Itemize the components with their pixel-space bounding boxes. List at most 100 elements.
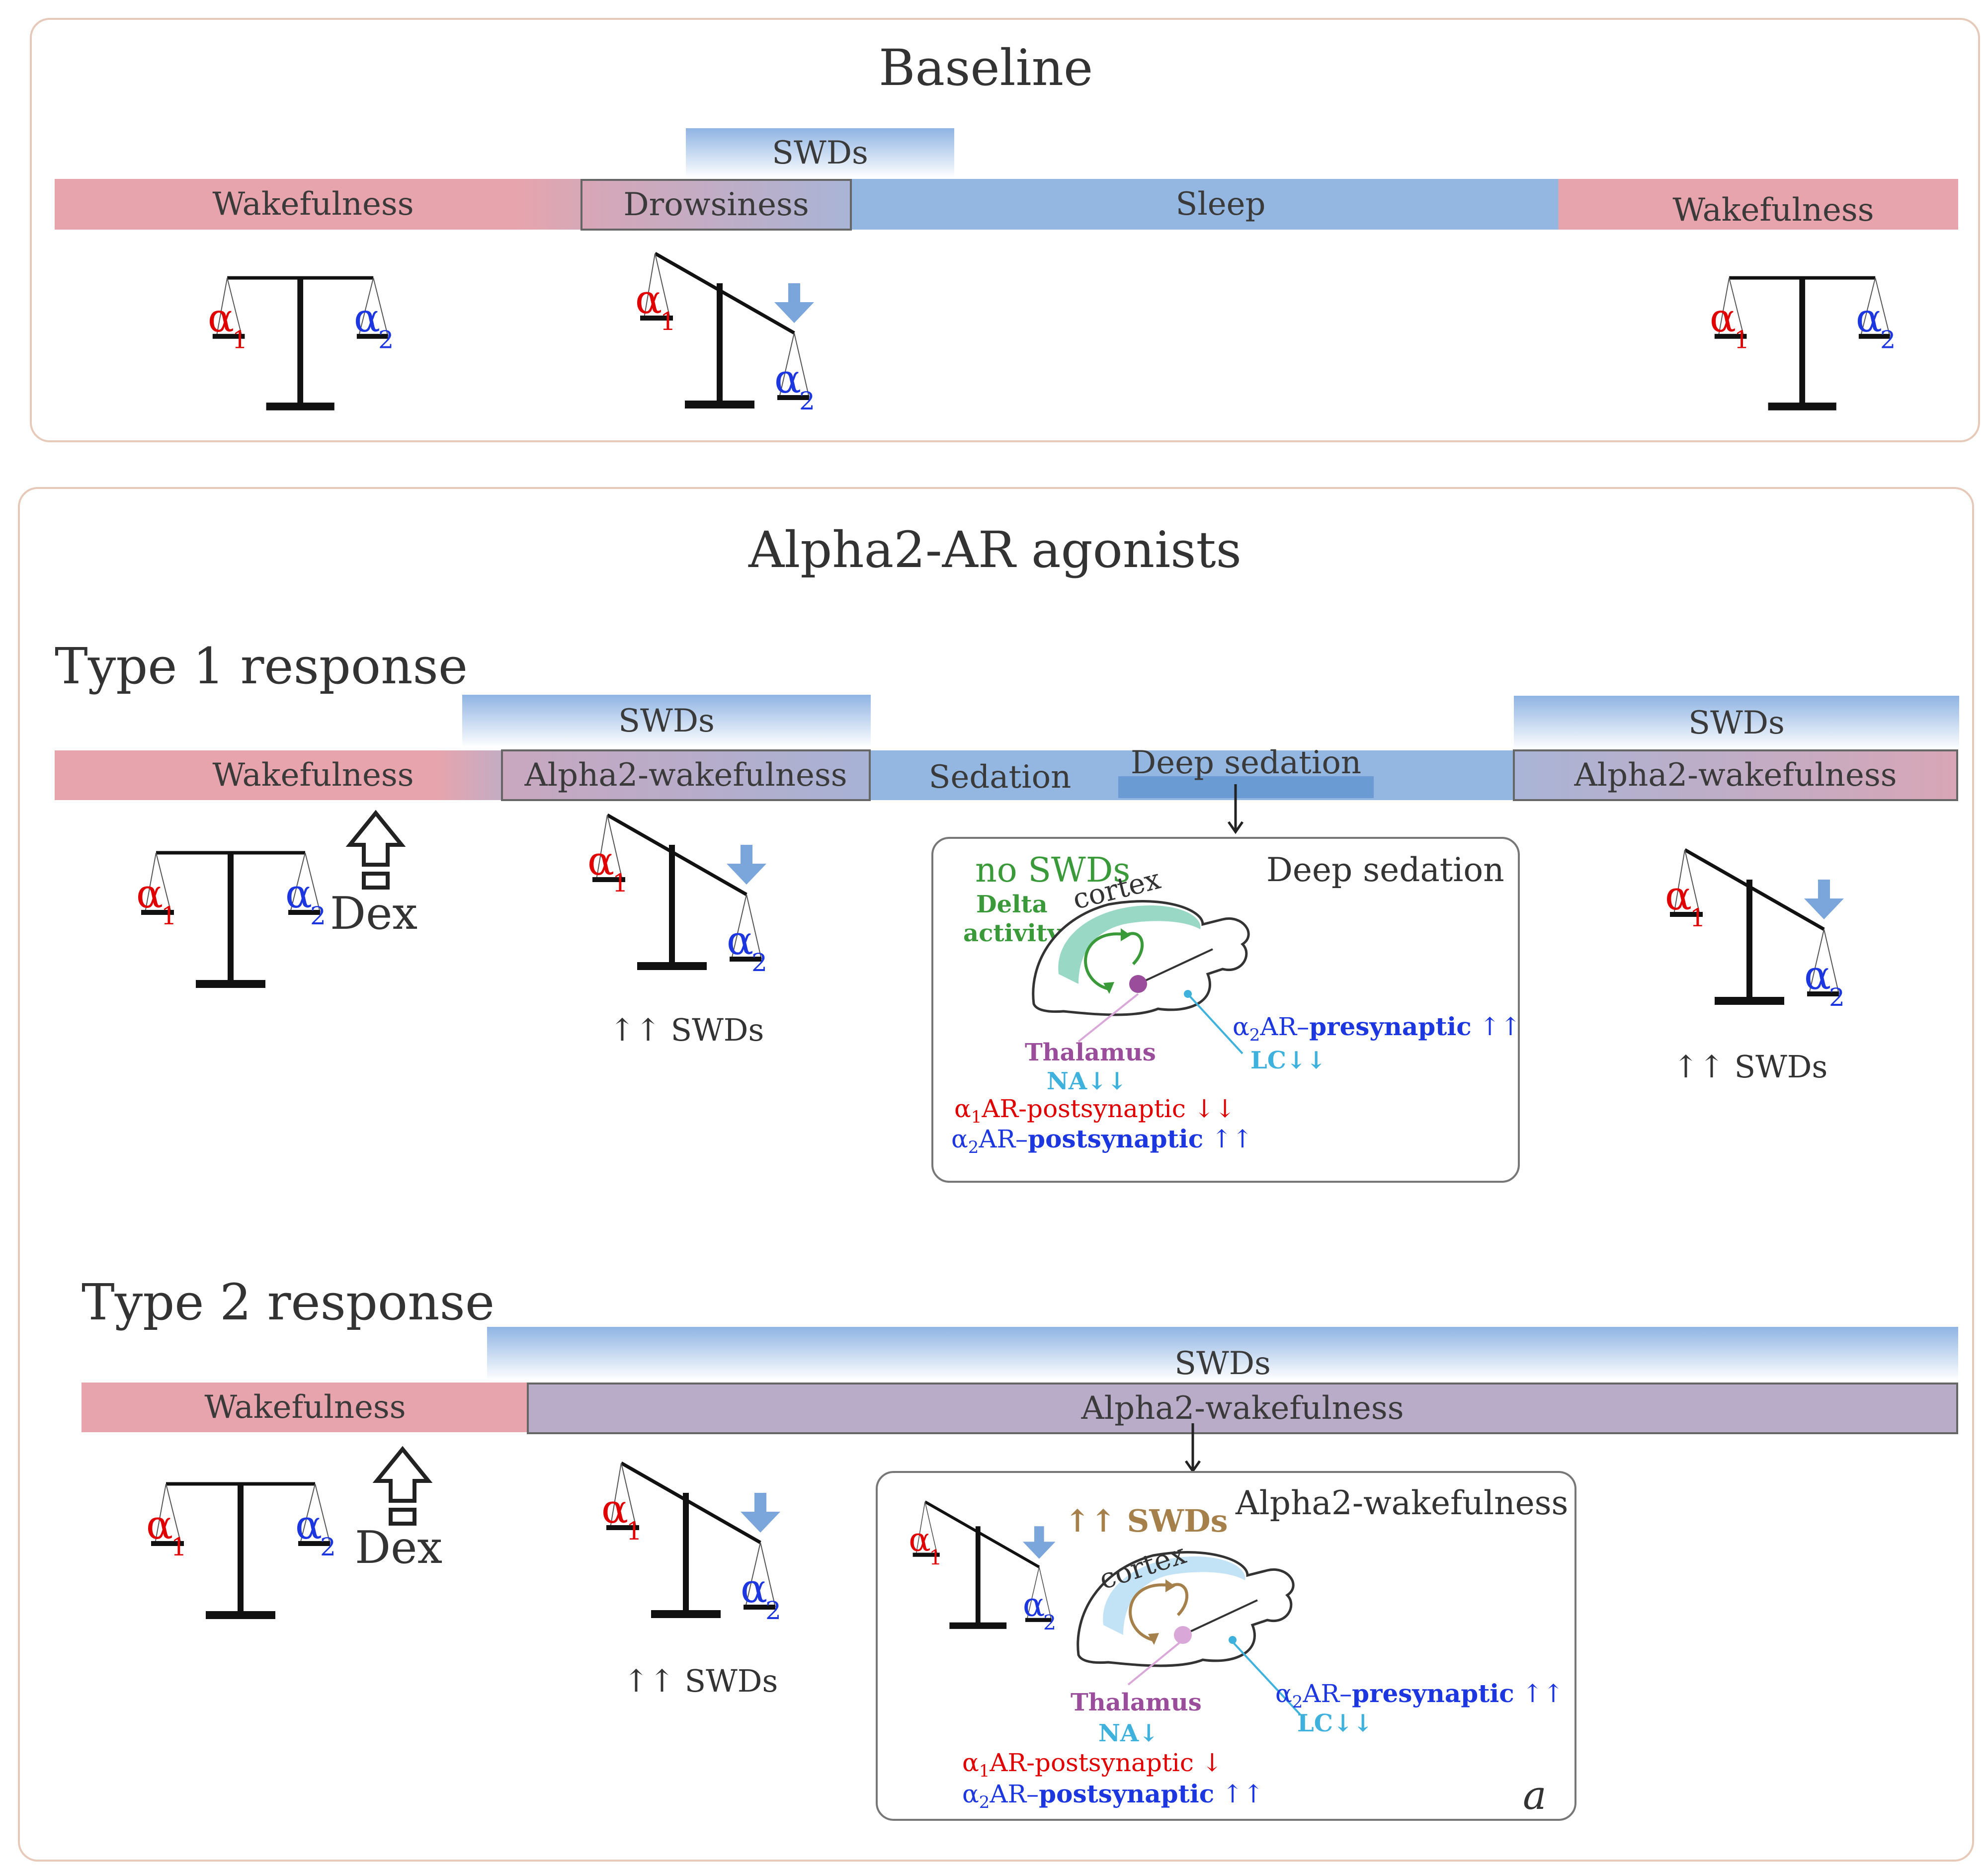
alpha2-label: α bbox=[354, 296, 380, 341]
baseline-wakefulness-left: Wakefulness bbox=[212, 186, 414, 223]
alpha1-label: α bbox=[146, 1502, 173, 1548]
ar-text: AR-postsynaptic bbox=[982, 1094, 1186, 1123]
arrows-text: ↑↑ bbox=[1514, 1679, 1564, 1708]
down-arrow-icon bbox=[774, 283, 814, 323]
alpha1-subscript: 1 bbox=[1690, 903, 1706, 932]
alpha-subscript: 2 bbox=[979, 1793, 990, 1812]
alpha1-subscript: 1 bbox=[171, 1533, 187, 1561]
type1-deep-sedation-band bbox=[1118, 776, 1374, 798]
ar-text: AR– bbox=[1260, 1012, 1310, 1041]
type1-lc-pointer bbox=[1185, 991, 1243, 1055]
arrows-text: ↓ bbox=[1193, 1748, 1223, 1777]
type1-a2-postsynaptic: α2AR–postsynaptic ↑↑ bbox=[951, 1124, 1253, 1157]
alpha2-label: α bbox=[1856, 296, 1882, 341]
baseline-wakefulness-right: Wakefulness bbox=[1672, 192, 1874, 229]
ar-text: AR-postsynaptic bbox=[990, 1748, 1194, 1777]
postsynaptic-text: postsynaptic bbox=[1028, 1124, 1204, 1153]
alpha2-label: α bbox=[727, 917, 753, 964]
type1-swds-label-1: SWDs bbox=[618, 703, 715, 739]
alpha2-label: α bbox=[295, 1502, 322, 1548]
alpha2-subscript: 2 bbox=[751, 948, 767, 977]
type1-up-swds-1: ↑↑ SWDs bbox=[609, 1012, 764, 1048]
type1-dex: Dex bbox=[330, 888, 418, 940]
type2-a2-postsynaptic: α2AR–postsynaptic ↑↑ bbox=[962, 1779, 1264, 1812]
ar-text: AR– bbox=[1303, 1679, 1352, 1708]
down-arrow-icon bbox=[727, 845, 766, 885]
type1-title: Type 1 response bbox=[55, 637, 468, 695]
baseline-drowsiness: Drowsiness bbox=[580, 179, 852, 231]
type1-a1-postsynaptic: α1AR-postsynaptic ↓↓ bbox=[954, 1094, 1236, 1127]
arrows-text: ↓↓ bbox=[1185, 1094, 1236, 1123]
down-arrow-icon bbox=[1022, 1526, 1056, 1559]
alpha-subscript: 1 bbox=[979, 1761, 990, 1781]
type2-lc: LC↓↓ bbox=[1297, 1710, 1373, 1737]
type2-na: NA↓ bbox=[1098, 1719, 1159, 1747]
baseline-panel bbox=[30, 18, 1980, 442]
arrows-text: ↑↑ bbox=[1203, 1125, 1253, 1153]
type2-swds-bar: SWDs bbox=[487, 1327, 1958, 1382]
alpha-symbol: α bbox=[954, 1094, 971, 1123]
postsynaptic-text: postsynaptic bbox=[1039, 1779, 1215, 1808]
type1-up-swds-2: ↑↑ SWDs bbox=[1673, 1049, 1828, 1085]
alpha-subscript: 2 bbox=[968, 1138, 979, 1157]
down-arrow-icon bbox=[1804, 880, 1844, 919]
ar-text: AR– bbox=[979, 1125, 1028, 1153]
alpha-symbol: α bbox=[962, 1780, 979, 1808]
type1-delta-1: Delta bbox=[976, 891, 1048, 918]
down-arrow-icon bbox=[741, 1493, 780, 1533]
alpha1-subscript: 1 bbox=[626, 1517, 642, 1546]
alpha1-label: α bbox=[909, 1521, 930, 1558]
alpha1-label: α bbox=[1710, 296, 1736, 341]
type1-na: NA↓↓ bbox=[1047, 1067, 1127, 1095]
type2-wakefulness: Wakefulness bbox=[82, 1383, 529, 1432]
alpha-subscript: 2 bbox=[1292, 1692, 1303, 1712]
type1-wakefulness: Wakefulness bbox=[212, 757, 414, 794]
alpha1-label: α bbox=[635, 276, 662, 323]
type2-thalamus-pointer bbox=[1127, 1639, 1184, 1686]
type2-inset-title: Alpha2-wakefulness bbox=[1236, 1484, 1569, 1522]
baseline-hypnogram-bar bbox=[55, 179, 1958, 230]
arrows-text: ↑↑ bbox=[1214, 1780, 1264, 1808]
alpha2-label: α bbox=[1023, 1586, 1045, 1624]
up-arrow-icon bbox=[372, 1446, 433, 1526]
type1-thalamus: Thalamus bbox=[1025, 1039, 1156, 1066]
alpha2-subscript: 2 bbox=[320, 1533, 336, 1561]
type1-lc: LC↓↓ bbox=[1250, 1047, 1326, 1074]
type1-swds-bar-2: SWDs bbox=[1514, 696, 1959, 750]
type1-inset-title: Deep sedation bbox=[1266, 851, 1504, 889]
alpha1-label: α bbox=[601, 1486, 628, 1532]
type2-swds-label: SWDs bbox=[1174, 1345, 1271, 1382]
alpha-symbol: α bbox=[1233, 1012, 1249, 1041]
type1-sedation: Sedation bbox=[928, 759, 1072, 796]
alpha-symbol: α bbox=[951, 1125, 968, 1153]
alpha2-subscript: 2 bbox=[1043, 1611, 1056, 1634]
type2-a2-presynaptic: α2AR–presynaptic ↑↑ bbox=[1275, 1679, 1564, 1712]
presynaptic-text: presynaptic bbox=[1309, 1012, 1472, 1041]
alpha1-label: α bbox=[136, 871, 163, 917]
alpha2-label: α bbox=[741, 1565, 767, 1612]
alpha2-subscript: 2 bbox=[310, 901, 326, 930]
type1-delta-2: activity bbox=[963, 919, 1061, 947]
alpha-symbol: α bbox=[962, 1748, 979, 1777]
alpha2-subscript: 2 bbox=[1880, 326, 1896, 354]
type1-swds-bar-1: SWDs bbox=[462, 695, 871, 747]
type2-title: Type 2 response bbox=[82, 1273, 495, 1331]
alpha1-label: α bbox=[587, 838, 614, 884]
alpha2-subscript: 2 bbox=[1829, 983, 1845, 1012]
alpha1-label: α bbox=[208, 296, 234, 341]
alpha2-subscript: 2 bbox=[378, 326, 394, 354]
alpha2-label: α bbox=[1804, 952, 1831, 998]
presynaptic-text: presynaptic bbox=[1352, 1679, 1514, 1708]
alpha-subscript: 1 bbox=[971, 1107, 982, 1127]
down-arrow-icon bbox=[1184, 1423, 1201, 1473]
alpha2-label: α bbox=[285, 871, 312, 917]
type1-deep-sedation: Deep sedation bbox=[1130, 744, 1362, 781]
type2-thalamus: Thalamus bbox=[1071, 1689, 1202, 1716]
alpha1-subscript: 1 bbox=[161, 901, 177, 930]
